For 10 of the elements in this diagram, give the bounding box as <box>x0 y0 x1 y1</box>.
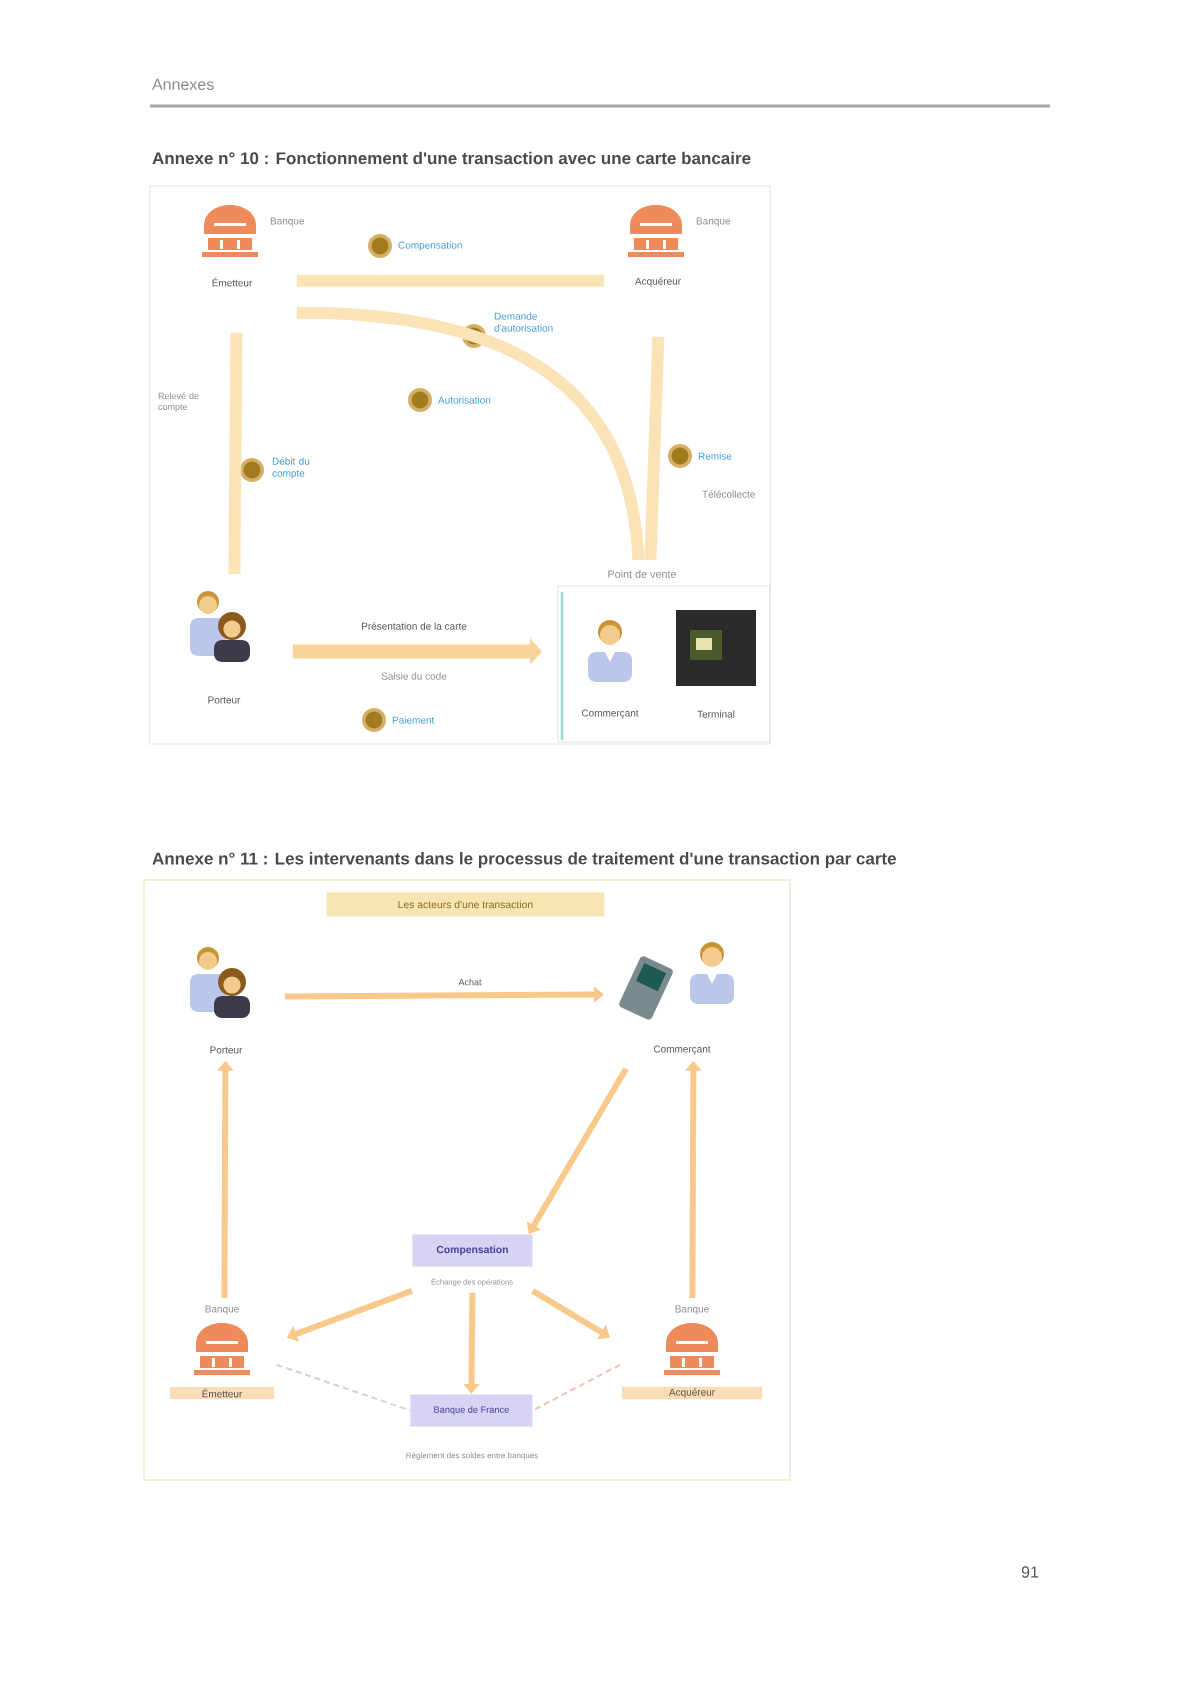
connector-line <box>531 1363 621 1412</box>
connector-line <box>228 332 243 575</box>
page-header: Annexes <box>152 78 214 90</box>
connector-line <box>296 274 604 287</box>
connector-line <box>275 1363 411 1412</box>
connector-line <box>644 336 665 561</box>
page-number: 91 <box>1021 1566 1039 1578</box>
figure-title: Annexe n° 10 : Fonctionnement d'une transaction avec une carte bancaire <box>152 151 751 165</box>
figure-title: Annexe n° 11 : Les intervenants dans le processus de traitement d'une transaction par carte <box>152 852 896 868</box>
connector-line <box>296 306 645 561</box>
